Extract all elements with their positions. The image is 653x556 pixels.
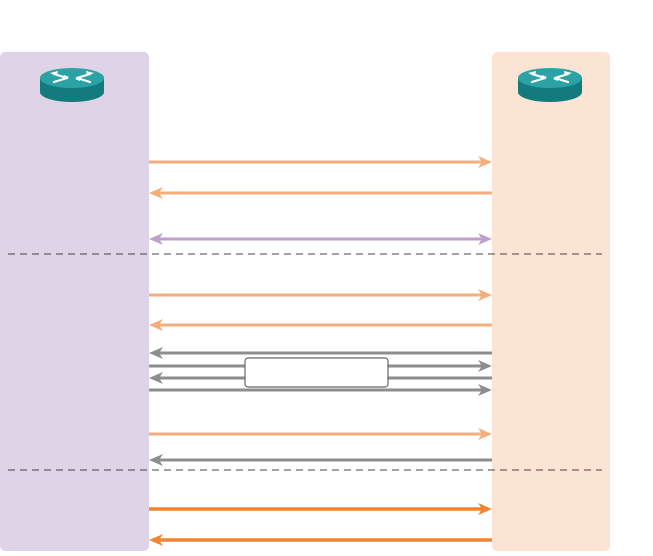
arrowhead — [149, 319, 163, 331]
right-router-panel — [492, 52, 610, 551]
arrowhead — [149, 187, 163, 199]
arrowhead — [478, 156, 492, 168]
arrowhead — [149, 233, 163, 245]
arrowhead — [478, 233, 492, 245]
left-router-panel — [0, 52, 149, 551]
arrowhead — [478, 360, 492, 372]
right-router-icon — [518, 68, 582, 102]
message-arrows — [149, 156, 492, 546]
arrowhead — [149, 454, 163, 466]
message-label-box — [244, 357, 389, 388]
arrowhead — [478, 289, 492, 301]
arrowhead — [149, 372, 163, 384]
arrowhead — [478, 384, 492, 396]
arrowhead — [478, 503, 492, 515]
arrowhead — [149, 534, 163, 546]
arrowhead — [478, 428, 492, 440]
left-router-icon — [40, 68, 104, 102]
arrowhead — [149, 347, 163, 359]
